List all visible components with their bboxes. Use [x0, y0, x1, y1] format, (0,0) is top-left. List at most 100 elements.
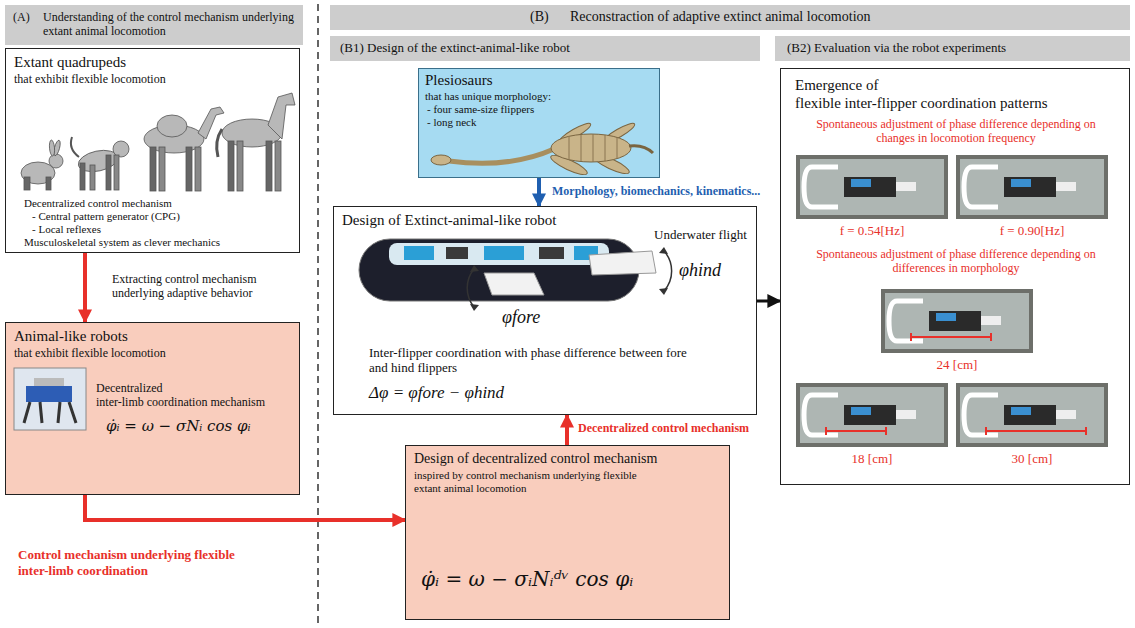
box-heading: Emergence of	[795, 77, 1095, 95]
illustration-part	[34, 378, 64, 387]
box-text: f = 0.90[Hz]	[956, 223, 1108, 238]
illustration-part	[71, 137, 79, 157]
illustration-part	[551, 134, 631, 162]
box-text: 24 [cm]	[881, 357, 1033, 372]
flow-arrow	[83, 253, 87, 322]
illustration-part	[268, 93, 295, 139]
experiment-photos	[781, 69, 1128, 483]
box-text: 18 [cm]	[796, 451, 948, 466]
illustration-part	[159, 147, 165, 191]
illustration-part	[150, 147, 156, 191]
illustration-part	[956, 383, 1108, 447]
illustration-part	[49, 154, 63, 168]
illustration-part	[467, 269, 474, 307]
box-text: φ̇ᵢ = ω − σNᵢ cos φᵢ	[106, 418, 296, 436]
illustration-part	[986, 427, 1086, 435]
box-heading: (A)	[13, 10, 43, 24]
edge-label: Control mechanism underlying flexible in…	[18, 547, 248, 578]
illustration-part	[470, 265, 479, 272]
design-box: Design of decentralized control mechanis…	[405, 445, 730, 620]
box-text: Δφ = φfore − φhind	[369, 383, 669, 403]
illustration-part	[569, 134, 617, 162]
illustration-part	[431, 155, 451, 165]
box-text: - Central pattern generator (CPG)	[32, 210, 282, 223]
flow-arrow	[757, 300, 780, 303]
box-text: Reconstraction of adaptive extinct anima…	[570, 9, 1070, 26]
illustration-part	[24, 177, 30, 190]
illustration-part	[40, 402, 42, 423]
illustration-part	[796, 155, 948, 219]
illustration-part	[80, 163, 85, 190]
section-header: (B)Reconstraction of adaptive extinct an…	[330, 5, 1130, 30]
section-header: (B2) Evaluation via the robot experiment…	[775, 36, 1130, 61]
illustration-part	[49, 140, 55, 156]
illustration-part	[659, 247, 668, 254]
box-text: that exhibit flexible locomotion	[14, 72, 284, 86]
section-header: (B1) Design of the extinct-animal-like r…	[330, 36, 760, 61]
box-text: Musculoskeletal system as clever mechani…	[24, 236, 294, 249]
illustration-part	[629, 146, 653, 153]
box-heading: Animal-like robots	[14, 328, 284, 346]
illustration-part	[484, 273, 544, 295]
box-text: f = 0.54[Hz]	[796, 223, 948, 238]
box-heading: Plesiosaurs	[425, 72, 575, 90]
box-text: Decentralized control mechanism	[24, 197, 284, 210]
illustration-part	[589, 251, 656, 275]
divider-line	[317, 4, 319, 624]
box-text: Spontaneous adjustment of phase differen…	[796, 247, 1116, 275]
illustration-part	[881, 289, 1033, 353]
illustration-part	[956, 155, 1108, 219]
illustration-part	[24, 402, 30, 423]
illustration-part	[431, 121, 653, 176]
edge-label: Extracting control mechanism underlying …	[112, 272, 292, 301]
illustration-part	[195, 147, 201, 191]
illustration-part	[186, 147, 192, 191]
illustration-part	[217, 129, 222, 157]
box-heading: (B1) Design of the extinct-animal-like r…	[340, 40, 750, 55]
illustration-part	[911, 333, 991, 341]
box-heading: (B)	[530, 9, 566, 26]
box-text: inter-limb coordination mechanism	[96, 395, 296, 409]
illustration-part	[826, 427, 886, 435]
illustration-part	[664, 251, 672, 291]
illustration-part	[58, 402, 60, 423]
illustration-part	[275, 141, 281, 191]
flow-arrow	[85, 495, 405, 520]
box-text: φhind	[679, 260, 749, 281]
illustration-part	[237, 141, 243, 191]
illustration-part	[26, 386, 72, 402]
result-box: Emergence offlexible inter-flipper coord…	[780, 68, 1130, 485]
illustration-part	[106, 155, 111, 190]
box-text: Understanding of the control mechanism u…	[43, 10, 298, 38]
box-heading: Design of Extinct-animal-like robot	[342, 212, 652, 230]
section-header: (A)Understanding of the control mechanis…	[5, 5, 303, 45]
box-text: flexible inter-flipper coordination patt…	[795, 95, 1115, 113]
box-text: - four same-size flippers	[427, 103, 627, 116]
box-text: 30 [cm]	[956, 451, 1108, 466]
info-box: Plesiosaursthat has unique morphology:- …	[418, 68, 660, 178]
info-box: Extant quadrupedsthat exhibit flexible l…	[5, 48, 300, 253]
box-text: Spontaneous adjustment of phase differen…	[796, 117, 1116, 145]
illustration-part	[446, 247, 468, 259]
illustration-part	[389, 243, 609, 265]
illustration-part	[90, 165, 95, 190]
box-text: φ̇ᵢ = ω − σᵢNᵢᵈᵛ cos φᵢ	[421, 568, 721, 592]
illustration-part	[796, 383, 948, 447]
box-text: φfore	[502, 307, 572, 328]
illustration-part	[157, 115, 187, 137]
info-box: Animal-like robotsthat exhibit flexible …	[5, 322, 300, 495]
illustration-part	[14, 368, 86, 430]
box-text: - Local reflexes	[32, 223, 282, 236]
box-text: - long neck	[427, 116, 577, 129]
box-text: Underwater flight	[654, 227, 754, 242]
box-text: that has unique morphology:	[425, 90, 625, 103]
box-heading: (B2) Evaluation via the robot experiment…	[787, 40, 1117, 55]
illustration-part	[21, 93, 295, 191]
illustration-part	[266, 141, 272, 191]
illustration-part	[449, 149, 554, 163]
illustration-part	[46, 177, 51, 190]
box-text: Inter-flipper coordination with phase di…	[369, 345, 699, 376]
illustration-part	[470, 304, 479, 311]
box-text: that exhibit flexible locomotion	[14, 346, 284, 360]
edge-label: Morphology, biomechanics, kinematics...	[552, 184, 772, 198]
